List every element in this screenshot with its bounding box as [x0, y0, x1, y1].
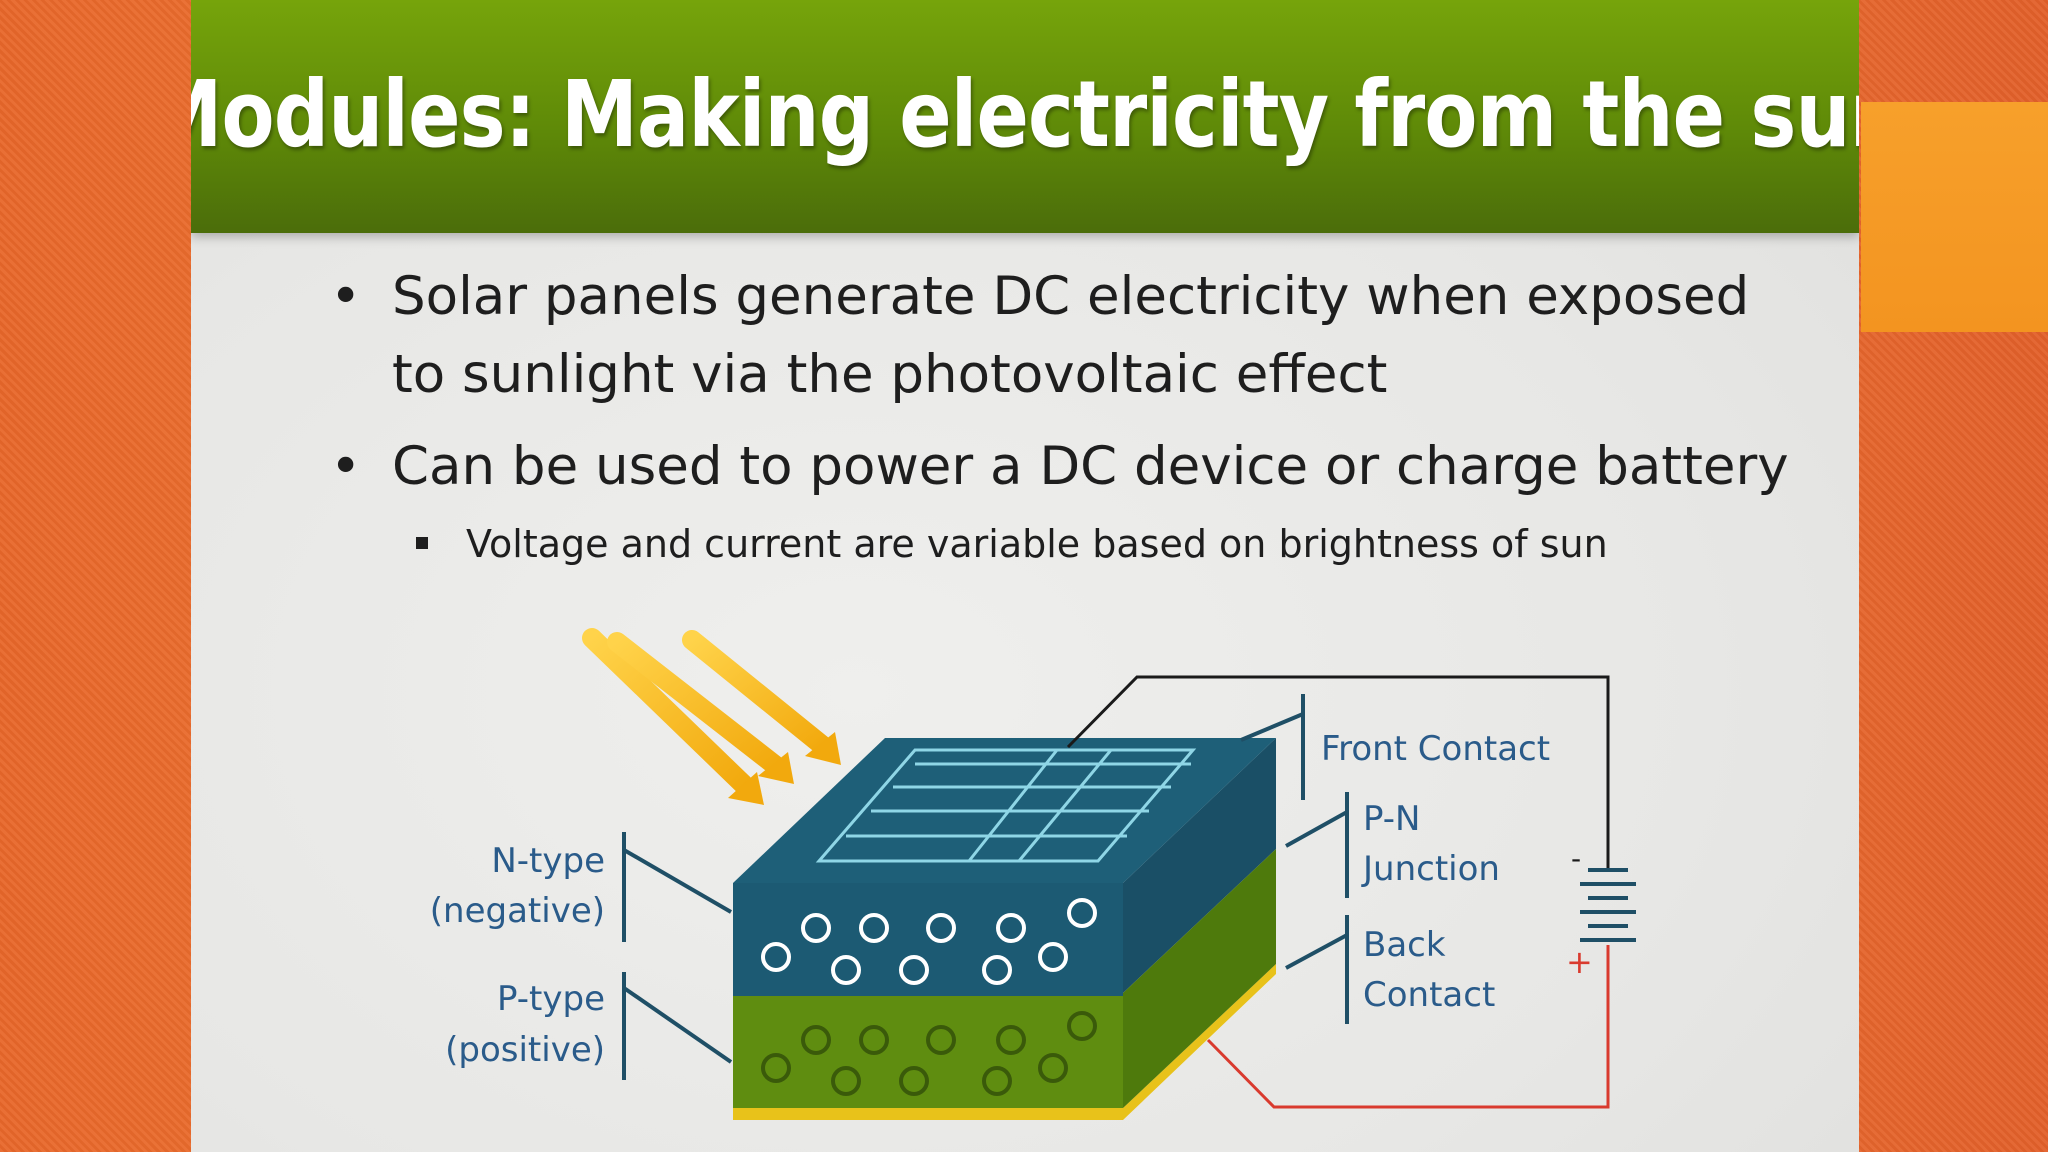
negative-wire — [1066, 675, 1610, 868]
back-contact-text-line1: Back — [1363, 925, 1446, 965]
n-type-layer — [733, 883, 1123, 996]
sub-bullet-item: Voltage and current are variable based o… — [416, 519, 1608, 569]
bullet-text-1b: to sunlight via the photovoltaic effect — [392, 344, 1388, 405]
n-type-label-line1: N-type — [491, 841, 605, 881]
square-bullet-icon — [416, 537, 428, 549]
sub-bullet-text: Voltage and current are variable based o… — [466, 522, 1608, 566]
slide: Modules: Making electricity from the sun… — [191, 0, 1859, 1152]
back-contact-text-line2: Contact — [1363, 975, 1495, 1015]
pn-junction-text-line1: P-N — [1363, 799, 1420, 839]
bullet-item: • Can be used to power a DC device or ch… — [330, 428, 1789, 506]
p-type-label: P-type (positive) — [445, 972, 733, 1080]
bullet-text-2: Can be used to power a DC device or char… — [392, 436, 1789, 497]
p-type-label-line1: P-type — [497, 979, 605, 1019]
bullet-item-continuation: to sunlight via the photovoltaic effect — [392, 336, 1387, 414]
front-contact-label: Front Contact — [1240, 694, 1550, 800]
bullet-dot-icon: • — [330, 266, 362, 327]
n-layer-carriers — [761, 898, 1097, 985]
n-type-label-line2: (negative) — [430, 891, 605, 931]
back-contact-label: Back Contact — [1285, 915, 1495, 1024]
front-contact-grid — [815, 748, 1197, 863]
slide-header: Modules: Making electricity from the sun — [191, 0, 1859, 233]
p-layer-side — [1123, 849, 1276, 1108]
bullet-dot-icon: • — [330, 436, 362, 497]
p-type-layer — [733, 996, 1123, 1108]
bullet-item: • Solar panels generate DC electricity w… — [330, 258, 1750, 336]
battery-minus-sign: - — [1571, 842, 1581, 875]
bullet-text-1a: Solar panels generate DC electricity whe… — [392, 266, 1750, 327]
orange-accent-block — [1861, 102, 2048, 332]
battery-plus-sign: + — [1566, 943, 1593, 981]
battery-icon — [1580, 868, 1636, 942]
n-layer-side — [1123, 738, 1276, 993]
sun-ray-icon — [682, 630, 841, 765]
pn-junction-label: P-N Junction — [1285, 792, 1500, 898]
sun-ray-icon — [582, 628, 764, 805]
sun-ray-icon — [607, 632, 794, 784]
n-type-label: N-type (negative) — [430, 832, 733, 942]
p-layer-carriers — [761, 1011, 1097, 1096]
pn-junction-text-line2: Junction — [1361, 849, 1500, 889]
positive-wire — [1206, 945, 1610, 1109]
slide-title: Modules: Making electricity from the sun — [191, 61, 1859, 168]
p-type-label-line2: (positive) — [445, 1030, 605, 1070]
solar-cell-diagram: N-type (negative) P-type (positive) Fron… — [430, 628, 1636, 1120]
front-contact-text: Front Contact — [1321, 729, 1550, 769]
